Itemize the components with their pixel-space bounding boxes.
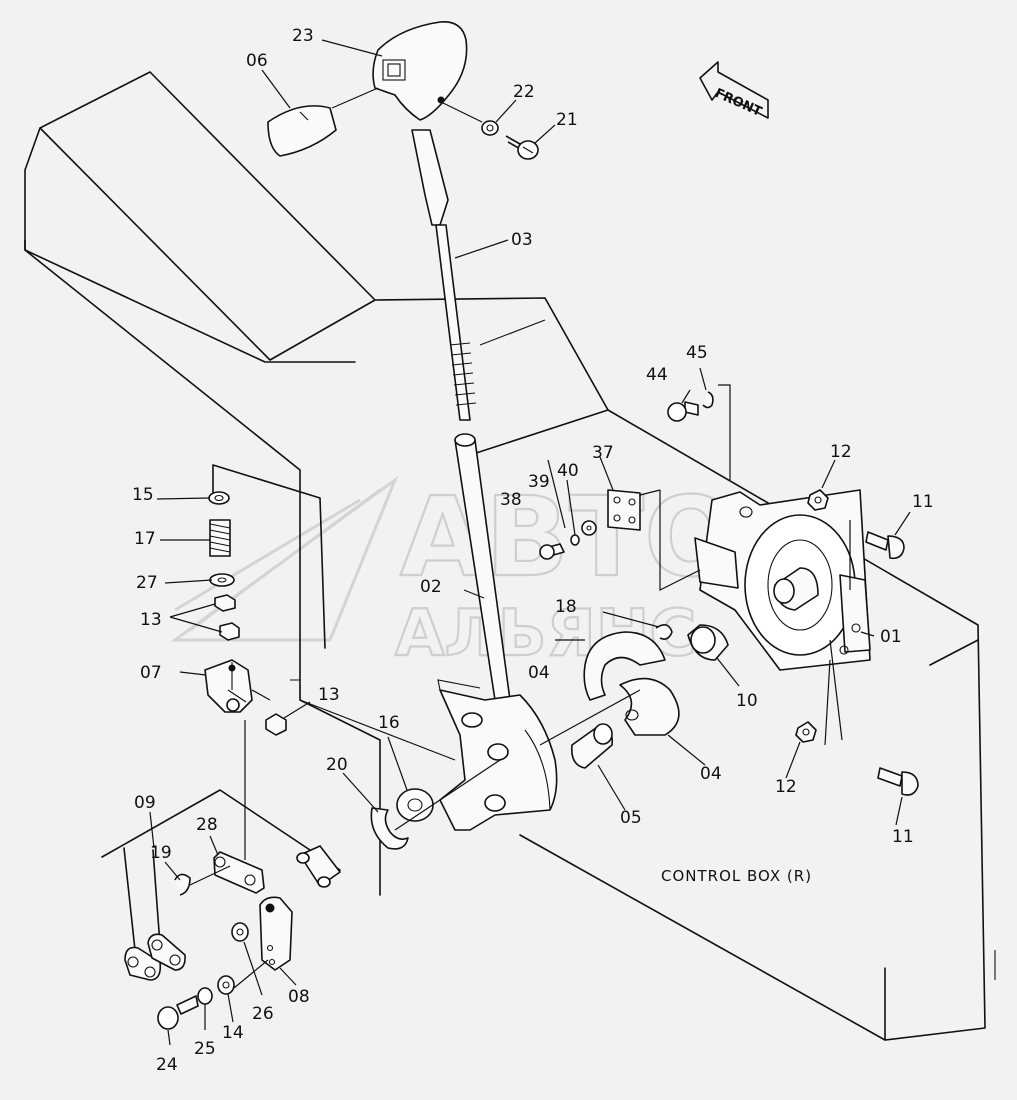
callout-10: 10 (736, 691, 758, 711)
mounting-plate (694, 489, 871, 671)
callout-19: 19 (150, 843, 172, 863)
callout-20: 20 (326, 755, 348, 775)
control-box-label: CONTROL BOX (R) (661, 867, 812, 885)
lever-rod (411, 129, 477, 421)
callout-11b: 11 (892, 827, 914, 847)
callout-37: 37 (592, 443, 614, 463)
lever-arm (454, 433, 511, 701)
callout-06: 06 (246, 51, 268, 71)
callout-12b: 12 (775, 777, 797, 797)
callout-12a: 12 (830, 442, 852, 462)
knob-insert (267, 105, 337, 157)
nut-13b (219, 622, 240, 641)
callout-07: 07 (140, 663, 162, 683)
link-28 (213, 851, 265, 894)
callout-45: 45 (686, 343, 708, 363)
housing-inner-line (290, 679, 456, 761)
callout-17: 17 (134, 529, 156, 549)
plate-08 (259, 896, 293, 971)
nut-12-top (807, 489, 829, 511)
watermark-swoosh (170, 475, 399, 642)
callout-11a: 11 (912, 492, 934, 512)
link-arm-09 (101, 789, 341, 981)
callout-38: 38 (500, 490, 522, 510)
housing-side (24, 239, 979, 1041)
callout-25: 25 (194, 1039, 216, 1059)
cam-plate-rear (583, 631, 666, 701)
callout-09: 09 (134, 793, 156, 813)
bushing-05 (570, 723, 614, 769)
bolt-11-bottom (877, 767, 919, 796)
lock-washer-39 (570, 534, 580, 546)
spring-17 (209, 519, 231, 557)
clevis-07 (204, 659, 253, 713)
callout-04b: 04 (700, 764, 722, 784)
lock-washer-22 (481, 120, 499, 136)
callout-27: 27 (136, 573, 158, 593)
callout-28: 28 (196, 815, 218, 835)
callout-24: 24 (156, 1055, 178, 1075)
front-label: FRONT (712, 86, 764, 120)
callout-02: 02 (420, 577, 442, 597)
callout-leaders (149, 39, 911, 1046)
callout-05: 05 (620, 808, 642, 828)
clip-18 (655, 624, 673, 640)
washer-45 (702, 391, 714, 409)
callout-22: 22 (513, 82, 535, 102)
callout-18: 18 (555, 597, 577, 617)
plate-37 (607, 489, 641, 531)
lever-knob (372, 21, 468, 121)
bolt-24 (157, 995, 199, 1030)
washer-40 (581, 520, 597, 536)
callout-08: 08 (288, 987, 310, 1007)
bolt-44 (667, 401, 699, 422)
clip-20 (370, 807, 409, 850)
callout-13b: 13 (318, 685, 340, 705)
clip-19 (174, 873, 191, 896)
callout-13a: 13 (140, 610, 162, 630)
screw-21 (505, 135, 539, 160)
callout-03: 03 (511, 230, 533, 250)
cam-plate-front (619, 677, 680, 736)
washer-14 (217, 975, 235, 995)
bushing-10 (687, 624, 729, 661)
callout-04a: 04 (528, 663, 550, 683)
washer-27 (209, 573, 235, 587)
housing-edge-line (479, 319, 546, 346)
pin-pair (296, 845, 341, 888)
callout-39: 39 (528, 472, 550, 492)
callout-40: 40 (557, 461, 579, 481)
screw-38 (539, 543, 565, 560)
washer-15 (208, 491, 230, 505)
callout-14: 14 (222, 1023, 244, 1043)
nut-12-bottom (795, 721, 817, 743)
nut-13a (214, 594, 236, 612)
lever-bracket (437, 679, 558, 831)
callout-labels: 23 06 22 21 03 45 44 12 37 39 40 11 15 3… (132, 26, 934, 1075)
callout-16: 16 (378, 713, 400, 733)
plate-bracket-left (212, 464, 326, 649)
callout-44: 44 (646, 365, 668, 385)
front-arrow: FRONT (699, 61, 769, 120)
callout-21: 21 (556, 110, 578, 130)
callout-23: 23 (292, 26, 314, 46)
callout-15: 15 (132, 485, 154, 505)
callout-26: 26 (252, 1004, 274, 1024)
nut-13c (265, 713, 287, 736)
callout-01: 01 (880, 627, 902, 647)
lock-washer-25 (197, 987, 213, 1005)
bolt-11-top (865, 531, 905, 560)
washer-26 (231, 922, 249, 942)
control-box-housing (24, 71, 996, 1041)
